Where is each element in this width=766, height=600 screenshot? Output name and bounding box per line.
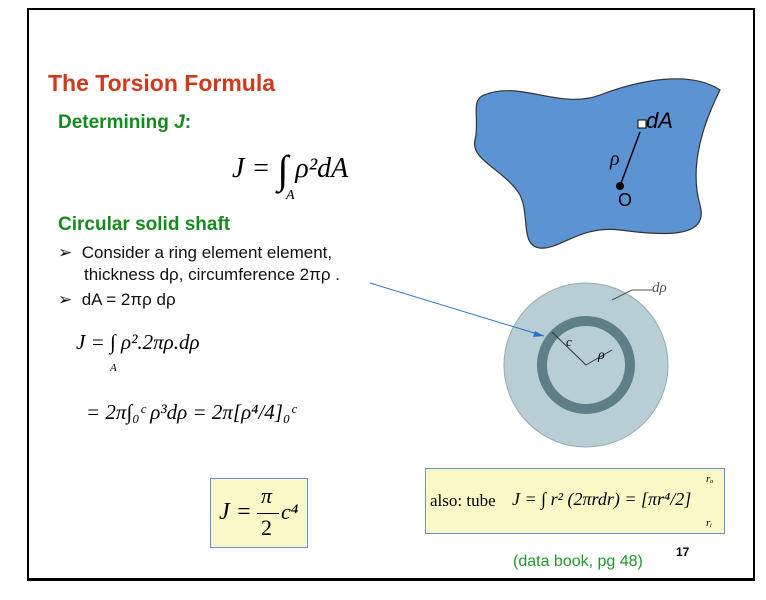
boxed-lhs: J = (219, 499, 252, 525)
tube-lower-limit: rᵢ (706, 517, 713, 529)
slide-title: The Torsion Formula (48, 70, 276, 96)
heading-circular-shaft: Circular solid shaft (58, 214, 231, 235)
formula-sub: A (286, 188, 295, 203)
formula-integrand: ρ²dA (295, 153, 349, 184)
dA-element (637, 119, 647, 129)
label-c: c (566, 334, 572, 349)
footnote: (data book, pg 48) (513, 553, 643, 570)
formula-j-definition: J = ∫ ρ²dA (232, 147, 349, 192)
label-dA: dA (646, 108, 673, 133)
tube-formula: J = ∫ r² (2πrdr) = [πr⁴/2] (512, 489, 692, 509)
page-number: 17 (676, 545, 690, 559)
tube-label: also: tube (430, 491, 496, 510)
bullet-text: dA = 2πρ dρ (81, 290, 176, 309)
boxed-num: π (261, 483, 273, 508)
slide-frame (27, 8, 755, 581)
heading-determining-j: Determining J: (58, 112, 191, 134)
formula-ring-result: = 2π∫₀ᶜ ρ³dρ = 2π[ρ⁴/4]₀ᶜ (86, 400, 296, 424)
arbitrary-cross-section (474, 78, 721, 249)
boxed-result: J = π 2 c⁴ (210, 478, 308, 548)
boxed-den: 2 (261, 515, 272, 540)
formula-ring-sub: A (110, 362, 117, 374)
label-drho: dρ (652, 280, 667, 296)
label-origin: O (618, 190, 633, 210)
formula-ring-integral: J = ∫ ρ².2πρ.dρ (76, 330, 200, 354)
label-ring-rho: ρ (598, 348, 605, 363)
tube-upper-limit: rₒ (706, 473, 714, 485)
bullet-2: ➢ dA = 2πρ dρ (58, 290, 176, 309)
bullet-1: ➢ Consider a ring element element, (58, 243, 333, 262)
bullet-1-cont: thickness dρ, circumference 2πρ . (84, 265, 340, 284)
origin-point (616, 182, 624, 190)
tube-formula-box: also: tube J = ∫ r² (2πrdr) = [πr⁴/2] rₒ… (425, 468, 725, 534)
ring-element (537, 316, 635, 414)
callout-arrow (369, 282, 545, 337)
bullet-text: Consider a ring element element, (81, 243, 333, 262)
boxed-rhs: c⁴ (281, 499, 299, 524)
formula-lhs: J = (232, 153, 271, 184)
label-rho: ρ (610, 148, 620, 170)
heading-var: J (174, 112, 185, 133)
heading-colon: : (184, 112, 192, 133)
heading-text: Determining (58, 112, 175, 133)
